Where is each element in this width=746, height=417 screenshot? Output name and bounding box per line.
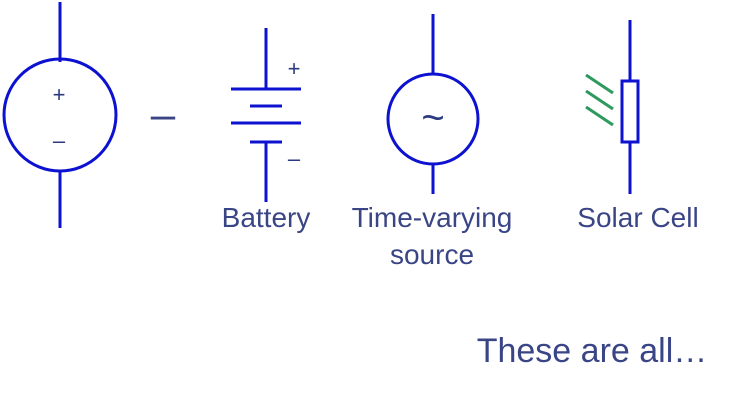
- caption-text: These are all…: [476, 332, 708, 370]
- dc-source-minus-sign: –: [52, 128, 66, 153]
- battery-symbol: [231, 28, 301, 202]
- solar-cell-label: Solar Cell: [577, 202, 699, 233]
- ac-source-label-line1: Time-varying: [351, 202, 513, 233]
- dc-source-plus-sign: +: [52, 82, 66, 107]
- separator-dash: –: [150, 90, 176, 139]
- light-rays-icon: [585, 73, 614, 127]
- ac-tilde-symbol: ~: [421, 96, 445, 140]
- battery-plus-sign: +: [287, 56, 301, 81]
- ac-source-label-line2: source: [389, 239, 475, 270]
- battery-minus-sign: –: [287, 146, 301, 171]
- dc-voltage-source-symbol: [2, 2, 118, 228]
- solar-cell-symbol: [585, 20, 640, 194]
- battery-label: Battery: [221, 202, 311, 233]
- ac-source-symbol: [386, 14, 480, 194]
